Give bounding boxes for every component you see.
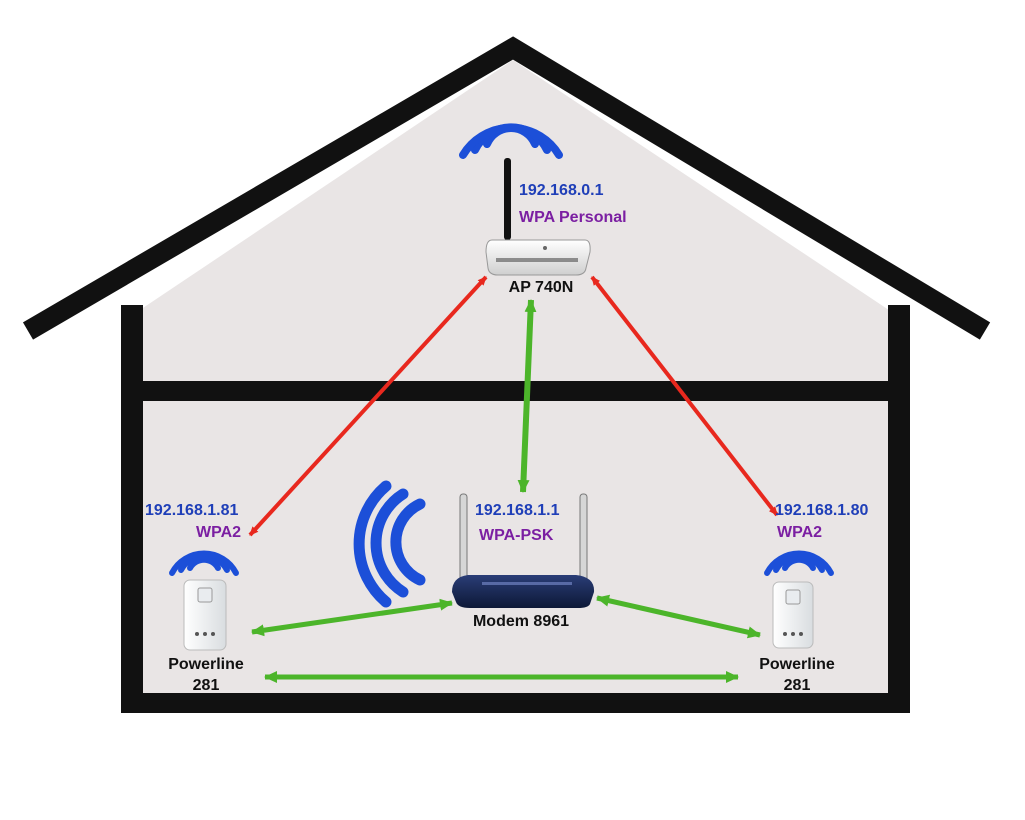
- modem-icon: [452, 493, 595, 608]
- powerline-left-ip-label: 192.168.1.81: [145, 502, 239, 519]
- links: [248, 275, 779, 683]
- house-left-wall: [121, 305, 143, 710]
- house: [22, 36, 991, 713]
- powerline-left-security-label: WPA2: [196, 524, 241, 541]
- modem-security-label: WPA-PSK: [479, 527, 554, 544]
- wifi-waves-icon: [764, 550, 834, 576]
- ap-security-label: WPA Personal: [519, 209, 627, 226]
- wireless-link-right: [590, 275, 779, 517]
- wireless-link-left: [248, 275, 488, 537]
- modem-name-label: Modem 8961: [473, 613, 569, 630]
- powerline-right-name-label: Powerline: [759, 656, 835, 673]
- ap-740n-device: [459, 123, 591, 276]
- wifi-waves-icon: [459, 123, 563, 159]
- modem-ip-label: 192.168.1.1: [475, 502, 560, 519]
- wired-link-modem-left: [251, 598, 453, 637]
- house-interior: [122, 60, 907, 695]
- powerline-right-model-label: 281: [784, 677, 811, 694]
- powerline-adapter-icon: [183, 579, 227, 651]
- powerline-left-model-label: 281: [193, 677, 220, 694]
- powerline-right-security-label: WPA2: [777, 524, 822, 541]
- ap-ip-label: 192.168.0.1: [519, 182, 604, 199]
- house-ceiling-divider: [121, 381, 910, 401]
- powerline-right-ip-label: 192.168.1.80: [775, 502, 869, 519]
- ap-name-label: AP 740N: [509, 279, 574, 296]
- powerline-left-device: [169, 550, 239, 651]
- wifi-waves-icon: [169, 550, 239, 576]
- powerline-adapter-icon: [772, 581, 814, 649]
- labels: 192.168.0.1 WPA Personal AP 740N 192.168…: [145, 182, 869, 694]
- powerline-left-name-label: Powerline: [168, 656, 244, 673]
- house-right-wall: [888, 305, 910, 710]
- modem-8961-device: [353, 480, 595, 608]
- wired-link-modem-right: [596, 594, 761, 639]
- router-icon: [485, 158, 591, 276]
- wifi-waves-icon: [353, 480, 426, 608]
- powerline-right-device: [764, 550, 834, 649]
- house-roof-outline: [22, 36, 991, 340]
- house-floor: [121, 693, 910, 713]
- wired-link-ap-modem: [517, 299, 537, 493]
